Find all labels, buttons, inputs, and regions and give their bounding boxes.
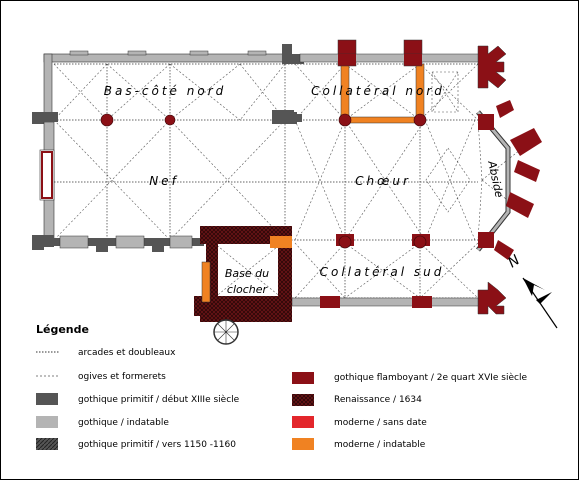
walls	[32, 39, 542, 345]
legend-text-moderne-indatable: moderne / indatable	[334, 440, 426, 450]
label-nef: Nef	[149, 174, 179, 188]
legend-text-flamboyant: gothique flamboyant / 2e quart XVIe sièc…	[334, 372, 527, 383]
legend: Légende arcades et doubleaux ogives et f…	[36, 323, 527, 450]
legend-swatch-renaissance	[292, 394, 314, 406]
legend-swatch-moderne-sans-date	[292, 416, 314, 428]
legend-text-gothique-primitif: gothique primitif / début XIIIe siècle	[78, 394, 240, 405]
label-abside: Abside	[485, 159, 506, 199]
label-base-clocher-1: Base du	[225, 267, 269, 280]
gray-piers	[272, 110, 302, 124]
legend-text-renaissance: Renaissance / 1634	[334, 395, 422, 405]
legend-swatch-flamboyant	[292, 372, 314, 384]
north-arrow-icon: N	[505, 252, 558, 329]
legend-swatch-gothique-1150	[36, 438, 58, 450]
legend-text-moderne-sans-date: moderne / sans date	[334, 418, 427, 428]
arcade-lines	[54, 63, 478, 299]
label-collateral-nord: Collatéral nord	[311, 84, 445, 98]
legend-text-gothique-indatable: gothique / indatable	[78, 418, 169, 428]
label-base-clocher-2: clocher	[227, 283, 269, 296]
legend-title: Légende	[36, 323, 89, 336]
legend-swatch-moderne-indatable	[292, 438, 314, 450]
label-choeur: Chœur	[355, 174, 411, 188]
vault-lines	[53, 63, 521, 299]
legend-text-arcades: arcades et doubleaux	[78, 348, 176, 358]
legend-swatch-gothique-primitif	[36, 393, 58, 405]
label-collateral-sud: Collatéral sud	[320, 265, 445, 279]
legend-swatch-gothique-indatable	[36, 416, 58, 428]
legend-text-gothique-1150: gothique primitif / vers 1150 -1160	[78, 440, 236, 450]
label-bas-cote-nord: Bas-côté nord	[104, 84, 227, 98]
piers	[100, 113, 427, 249]
legend-text-ogives: ogives et formerets	[78, 372, 166, 382]
